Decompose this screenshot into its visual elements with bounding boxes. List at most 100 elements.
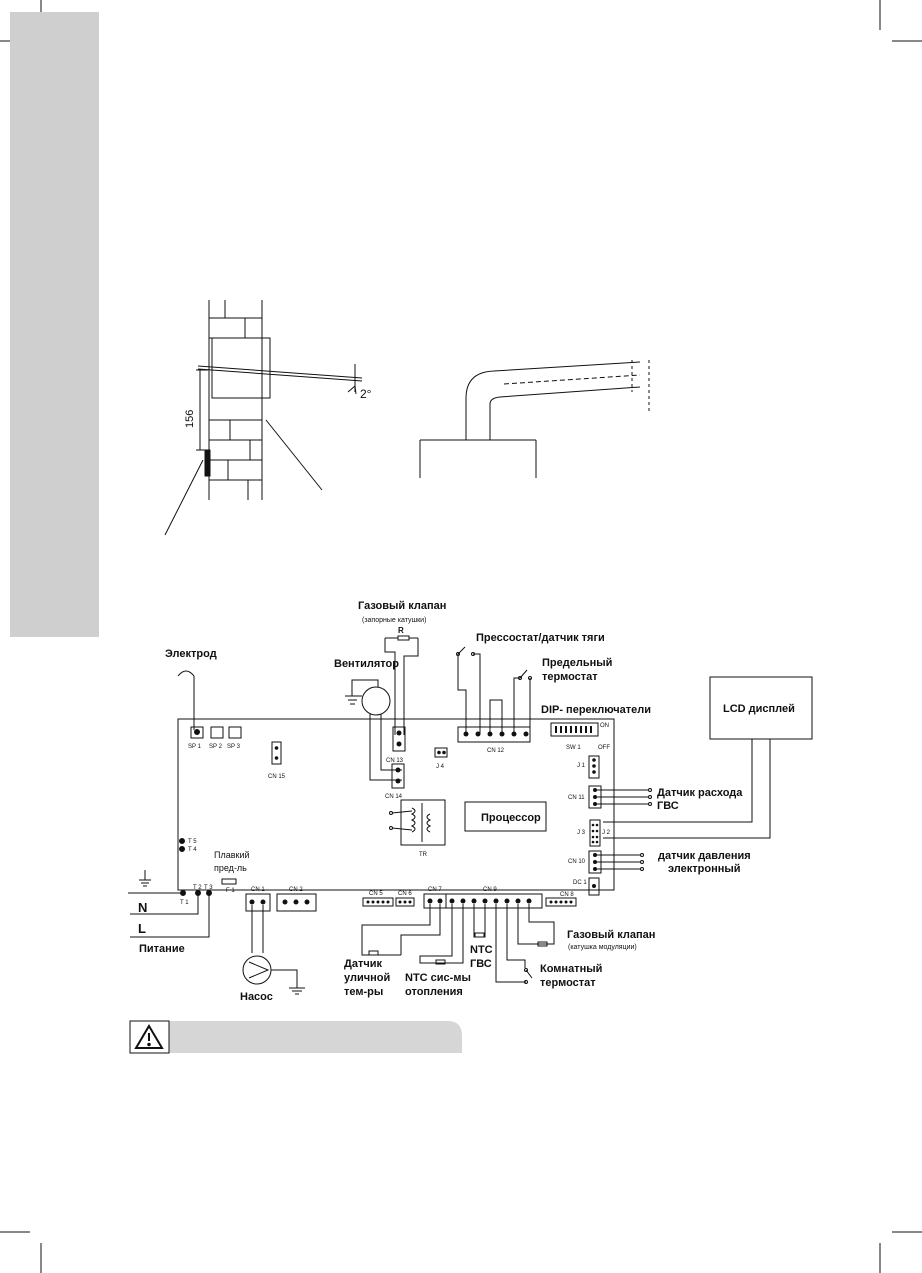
neutral-label: N — [138, 900, 147, 915]
room-thermostat-label-2: термостат — [540, 977, 596, 989]
svg-text:T 5: T 5 — [188, 839, 197, 845]
svg-text:F 1: F 1 — [226, 888, 235, 894]
warning-triangle-icon — [134, 1024, 164, 1049]
lcd-wires — [603, 739, 771, 839]
sensor-wires — [361, 904, 555, 984]
flow-sensor-label-2: ГВС — [657, 800, 679, 812]
fan-icon — [345, 679, 402, 781]
gas-valve-bottom-sublabel: (катушка модуляции) — [568, 944, 637, 951]
svg-text:OFF: OFF — [598, 745, 610, 751]
svg-text:TR: TR — [419, 852, 428, 858]
cn2-connector — [276, 893, 317, 912]
svg-text:ON: ON — [600, 723, 609, 729]
outdoor-sensor-label-2: уличной — [344, 972, 390, 984]
cn7-connector — [423, 893, 447, 909]
cn1-connector — [245, 893, 271, 912]
cn15-connector — [271, 741, 282, 765]
svg-text:J 2: J 2 — [602, 830, 611, 836]
sp-connectors — [190, 726, 242, 739]
sw1-dip-switch — [550, 722, 599, 737]
svg-text:DC 1: DC 1 — [573, 880, 587, 886]
svg-text:J 3: J 3 — [577, 830, 586, 836]
boiler-flue-drawing — [419, 360, 650, 478]
svg-text:Процессор: Процессор — [481, 812, 541, 824]
gas-valve-top-sublabel: (запорные катушки) — [362, 617, 426, 624]
outdoor-sensor-label-3: тем-ры — [344, 986, 383, 998]
svg-text:J 4: J 4 — [436, 764, 445, 770]
pump-label: Насос — [240, 991, 273, 1003]
limit-thermostat-label-1: Предельный — [542, 657, 612, 669]
svg-text:T 1: T 1 — [180, 900, 189, 906]
svg-text:T 4: T 4 — [188, 847, 197, 853]
power-label: Питание — [139, 943, 185, 955]
svg-text:CN 12: CN 12 — [487, 748, 505, 754]
svg-text:CN 6: CN 6 — [398, 891, 412, 897]
svg-text:T 3: T 3 — [204, 885, 213, 891]
limit-thermostat-label-2: термостат — [542, 671, 598, 683]
svg-text:CN 14: CN 14 — [385, 794, 403, 800]
svg-text:SP 3: SP 3 — [227, 744, 241, 750]
svg-text:CN 2: CN 2 — [289, 887, 303, 893]
svg-text:CN 13: CN 13 — [386, 758, 404, 764]
pressure-sensor-label-2: электронный — [668, 863, 741, 875]
electrode — [177, 670, 195, 730]
svg-text:CN 11: CN 11 — [568, 795, 585, 801]
warning-bar — [129, 1020, 462, 1054]
ntc-heating-label-2: отопления — [405, 986, 463, 998]
installation-drawing — [164, 300, 363, 536]
outdoor-sensor-label-1: Датчик — [344, 958, 382, 970]
gas-valve-top-label: Газовый клапан — [358, 600, 446, 612]
ntc-dhw-label-2: ГВС — [470, 958, 492, 970]
j4-jumper — [434, 747, 448, 758]
cn6-connector — [395, 897, 415, 907]
svg-text:CN 10: CN 10 — [568, 859, 586, 865]
side-band — [10, 12, 99, 637]
cn12-connector — [457, 726, 531, 743]
cn14-connector — [391, 763, 405, 789]
j1-connector — [588, 755, 600, 779]
pressure-sensor-wires — [597, 853, 644, 871]
j2-connector — [589, 819, 601, 847]
ntc-heating-label-1: NTC сис-мы — [405, 972, 471, 984]
svg-text:CN 9: CN 9 — [483, 887, 497, 893]
angle-label: 2° — [360, 387, 372, 401]
svg-text:CN 1: CN 1 — [251, 887, 265, 893]
svg-text:CN 5: CN 5 — [369, 891, 383, 897]
gas-valve-bottom-label: Газовый клапан — [567, 929, 655, 941]
cn13-connector — [392, 726, 406, 752]
lcd-display: LCD дисплей — [709, 676, 813, 740]
svg-text:T 2: T 2 — [193, 885, 202, 891]
svg-text:CN 7: CN 7 — [428, 887, 442, 893]
pressostat-wires — [456, 646, 532, 734]
flow-sensor-wires — [597, 788, 652, 806]
dimension-156: 156 — [184, 410, 196, 428]
cn8-connector — [545, 897, 577, 907]
dip-label: DIP- переключатели — [541, 704, 651, 716]
fuse-label-2: пред-ль — [214, 863, 247, 873]
fuse-label-1: Плавкий — [214, 850, 250, 860]
pump-icon — [242, 905, 305, 995]
fan-label: Вентилятор — [334, 658, 399, 670]
dc1-connector — [588, 877, 600, 896]
svg-text:R: R — [398, 626, 404, 635]
svg-text:CN 8: CN 8 — [560, 892, 574, 898]
electrode-label: Электрод — [165, 648, 217, 660]
cn5-connector — [362, 897, 394, 907]
svg-text:LCD дисплей: LCD дисплей — [723, 703, 795, 715]
pressostat-label: Прессостат/датчик тяги — [476, 632, 605, 644]
ntc-dhw-label-1: NTC — [470, 944, 493, 956]
gas-valve-top-wires — [384, 635, 419, 735]
power-terminals — [128, 838, 237, 938]
svg-text:J 1: J 1 — [577, 763, 586, 769]
cn9-connector — [445, 893, 543, 909]
processor: Процессор — [464, 801, 547, 832]
live-label: L — [138, 921, 146, 936]
svg-text:SW 1: SW 1 — [566, 745, 581, 751]
flow-sensor-label-1: Датчик расхода — [657, 787, 743, 799]
svg-text:SP 2: SP 2 — [209, 744, 223, 750]
svg-text:CN 15: CN 15 — [268, 774, 286, 780]
svg-text:SP 1: SP 1 — [188, 744, 202, 750]
transformer — [389, 799, 446, 846]
